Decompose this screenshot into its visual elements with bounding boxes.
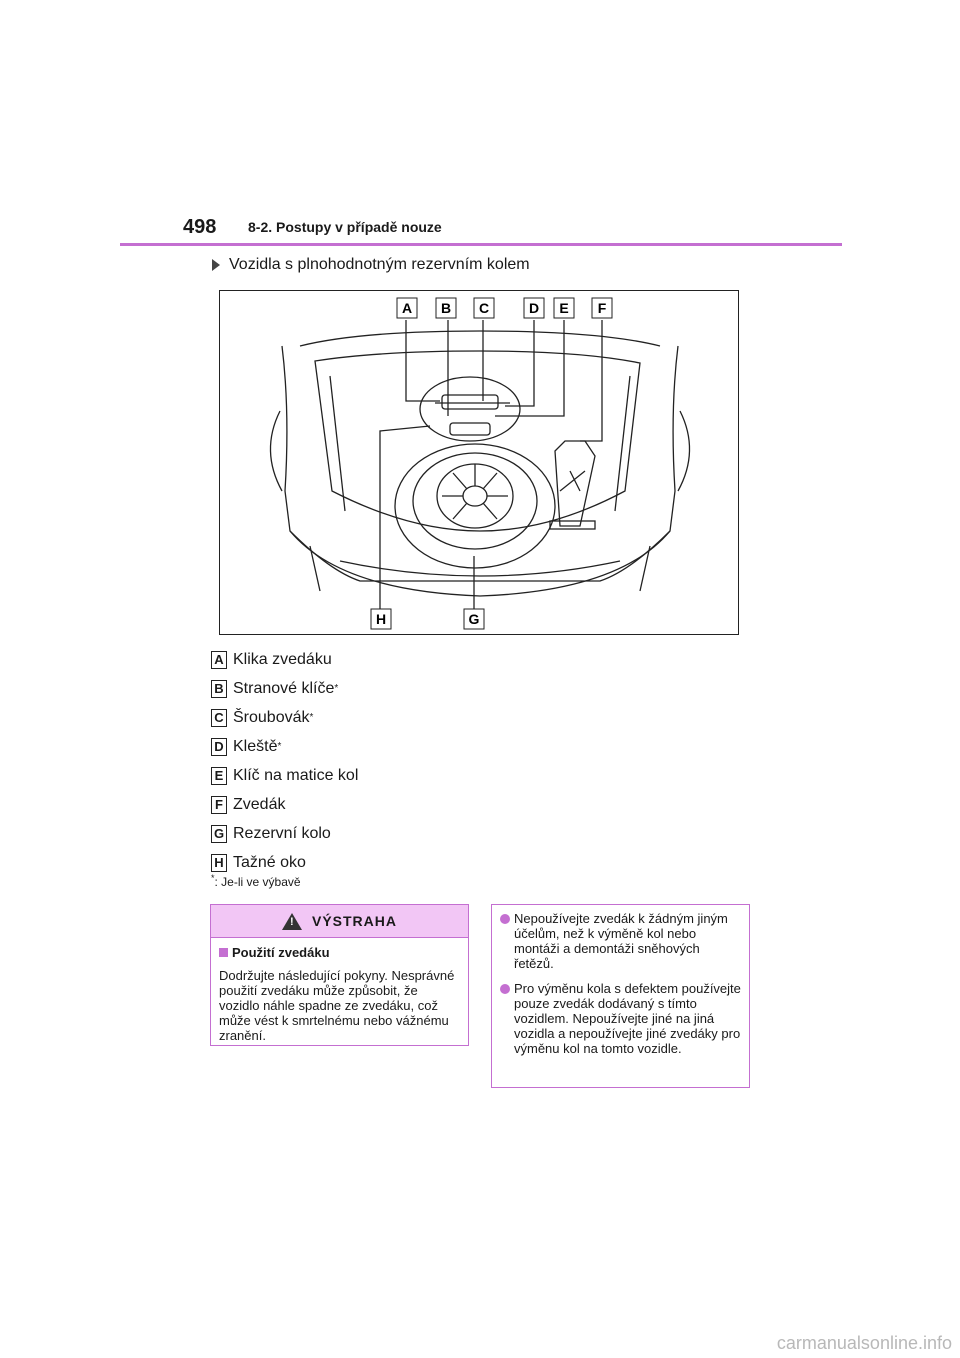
legend-text: Zvedák — [233, 795, 286, 813]
note-item: Nepoužívejte zvedák k žádným jiným účelů… — [500, 911, 741, 971]
footnote-mark: * — [211, 873, 215, 883]
legend-item: G Rezervní kolo — [211, 819, 358, 848]
callout-c — [473, 297, 495, 319]
callout-c-label: C — [479, 300, 489, 316]
legend-text: Rezervní kolo — [233, 824, 331, 842]
legend-item: E Klíč na matice kol — [211, 761, 358, 790]
legend-letter: H — [211, 853, 227, 872]
callout-f-label: F — [598, 300, 607, 316]
callout-f — [591, 297, 613, 319]
legend-item: H Tažné oko — [211, 848, 358, 877]
section-title: 8-2. Postupy v případě nouze — [248, 219, 442, 235]
legend-letter: G — [211, 824, 227, 843]
round-bullet-icon — [500, 984, 510, 994]
legend-letter: D — [211, 737, 227, 756]
callout-h-label: H — [376, 611, 386, 627]
callout-d-label: D — [529, 300, 539, 316]
callout-a — [396, 297, 418, 319]
legend-text: Klíč na matice kol — [233, 766, 359, 784]
legend-text: Šroubovák — [233, 708, 310, 726]
legend-item: D Kleště * — [211, 732, 358, 761]
trunk-drawing: A B C D E F H G — [269, 297, 691, 630]
warning-triangle-icon: ! — [281, 912, 302, 930]
page-number: 498 — [183, 216, 217, 238]
legend-item: A Klika zvedáku — [211, 645, 358, 674]
legend-text: Stranové klíče — [233, 679, 335, 697]
legend-text: Tažné oko — [233, 853, 306, 871]
arrow-right-icon — [212, 259, 220, 271]
callout-b — [435, 297, 457, 319]
note-text: Nepoužívejte zvedák k žádným jiným účelů… — [514, 911, 728, 971]
warning-header: ! VÝSTRAHA — [211, 905, 468, 938]
legend-letter: C — [211, 708, 227, 727]
legend-letter: A — [211, 650, 227, 669]
subheading: Vozidla s plnohodnotným rezervním kolem — [212, 256, 530, 274]
legend-text: Klika zvedáku — [233, 650, 332, 668]
warning-subtitle-text: Použití zvedáku — [232, 945, 330, 960]
legend-item: B Stranové klíče * — [211, 674, 358, 703]
callout-g-label: G — [469, 611, 480, 627]
subheading-text: Vozidla s plnohodnotným rezervním kolem — [229, 256, 530, 273]
legend-letter: F — [211, 795, 227, 814]
warning-title: VÝSTRAHA — [311, 913, 397, 929]
legend-item: C Šroubovák * — [211, 703, 358, 732]
warning-text: Dodržujte následující pokyny. Nesprávné … — [219, 968, 455, 1043]
footnote: *: Je-li ve výbavě — [211, 873, 301, 889]
legend-letter: B — [211, 679, 227, 698]
notes-box: Nepoužívejte zvedák k žádným jiným účelů… — [491, 904, 750, 1088]
note-text: Pro výměnu kola s defektem používejte po… — [514, 981, 741, 1056]
round-bullet-icon — [500, 914, 510, 924]
note-item: Pro výměnu kola s defektem používejte po… — [500, 981, 741, 1056]
footnote-text: : Je-li ve výbavě — [214, 875, 301, 889]
watermark: carmanualsonline.info — [776, 1333, 952, 1353]
warning-box: ! VÝSTRAHA Použití zvedáku Dodržujte nás… — [210, 904, 469, 1046]
header-divider — [120, 243, 842, 246]
warning-body: Použití zvedáku Dodržujte následující po… — [211, 938, 468, 1050]
square-bullet-icon — [219, 948, 228, 957]
callout-h — [370, 608, 392, 630]
callout-d — [523, 297, 545, 319]
trunk-illustration: A B C D E F H G — [219, 290, 739, 635]
callout-b-label: B — [441, 300, 451, 316]
legend-list: A Klika zvedáku B Stranové klíče * C Šro… — [211, 645, 358, 877]
callout-a-label: A — [402, 300, 412, 316]
legend-letter: E — [211, 766, 227, 785]
callout-g — [463, 608, 485, 630]
legend-item: F Zvedák — [211, 790, 358, 819]
callout-e-label: E — [559, 300, 568, 316]
callout-e — [553, 297, 575, 319]
legend-text: Kleště — [233, 737, 278, 755]
warning-subtitle: Použití zvedáku — [219, 945, 460, 960]
